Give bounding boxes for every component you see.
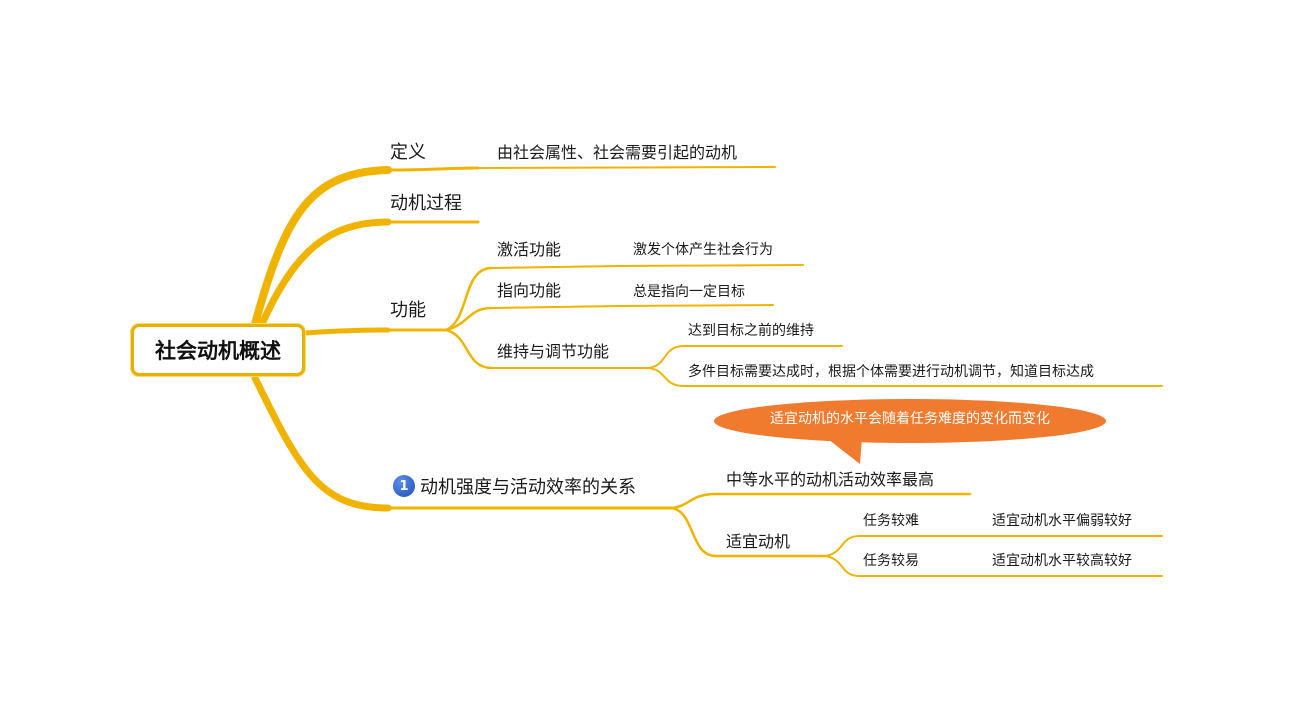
branch-easy [825, 555, 1163, 577]
definition-detail[interactable]: 由社会属性、社会需要引起的动机 [497, 143, 738, 162]
topic-maintain[interactable]: 维持与调节功能 [497, 342, 610, 361]
branch-optimal [670, 506, 828, 558]
activate-detail[interactable]: 激发个体产生社会行为 [633, 242, 773, 258]
branch-maintain-detail2 [647, 367, 1163, 387]
branch-process [258, 218, 392, 328]
topic-hard-task[interactable]: 任务较难 [863, 513, 919, 529]
underline-definition [386, 166, 480, 172]
branch-relation [251, 374, 392, 512]
priority-1-icon: 1 [393, 475, 415, 497]
direct-detail[interactable]: 总是指向一定目标 [633, 284, 745, 300]
underline-definition-detail [477, 166, 776, 169]
underline-direct [491, 304, 774, 309]
topic-easy-task[interactable]: 任务较易 [863, 553, 919, 569]
topic-direct[interactable]: 指向功能 [497, 281, 562, 300]
branch-functions [302, 327, 391, 336]
root-topic[interactable]: 社会动机概述 [131, 324, 305, 376]
branch-activate [444, 266, 494, 332]
topic-definition[interactable]: 定义 [390, 142, 426, 163]
callout-bubble [714, 399, 1106, 464]
maintain-detail-2[interactable]: 多件目标需要达成时，根据个体需要进行动机调节，知道目标达成 [688, 364, 1094, 380]
topic-functions[interactable]: 功能 [390, 300, 426, 321]
branch-maintain-detail1 [647, 345, 843, 369]
maintain-detail-1[interactable]: 达到目标之前的维持 [688, 323, 814, 339]
topic-relation[interactable]: 动机强度与活动效率的关系 [420, 477, 636, 498]
easy-task-detail[interactable]: 适宜动机水平较高较好 [992, 553, 1132, 569]
root-topic-label: 社会动机概述 [155, 339, 281, 363]
topic-medium[interactable]: 中等水平的动机活动效率最高 [726, 470, 935, 489]
topic-activate[interactable]: 激活功能 [497, 240, 562, 259]
branch-direct [444, 306, 494, 332]
branch-hard [825, 535, 1163, 557]
branch-definition [251, 166, 392, 328]
topic-optimal[interactable]: 适宜动机 [726, 532, 791, 551]
hard-task-detail[interactable]: 适宜动机水平偏弱较好 [992, 513, 1132, 529]
topic-process[interactable]: 动机过程 [390, 193, 462, 214]
callout-text: 适宜动机的水平会随着任务难度的变化而变化 [770, 411, 1050, 427]
underline-activate [491, 264, 804, 269]
branch-maintain [444, 328, 494, 370]
branch-medium [670, 492, 972, 510]
